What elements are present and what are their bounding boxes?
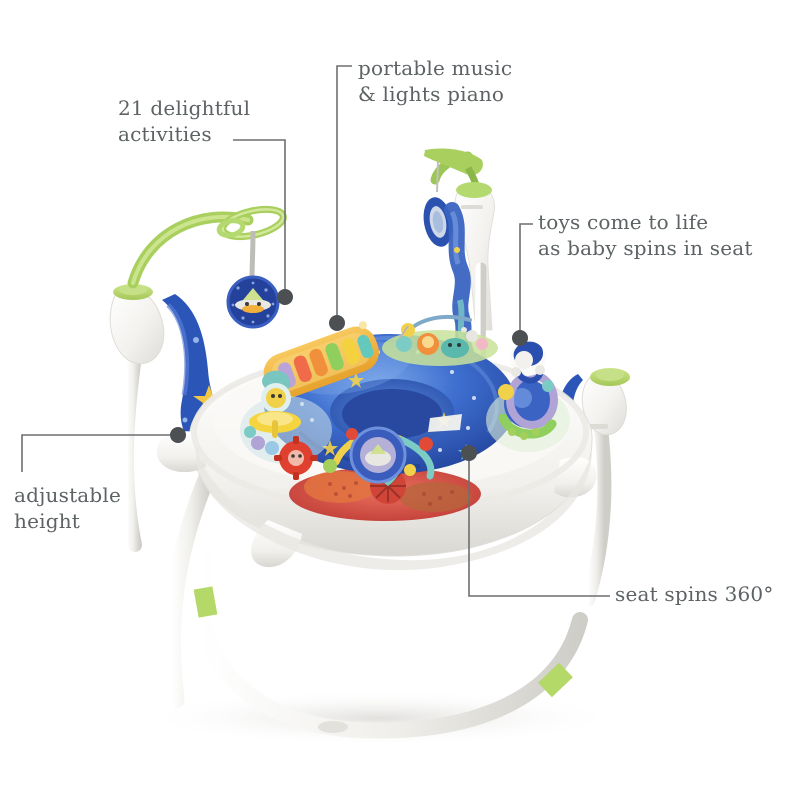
seat-front-spinner-toy — [323, 426, 435, 484]
right-toy-cluster — [486, 371, 570, 452]
astronaut-toy — [510, 340, 546, 384]
frame-legs — [163, 461, 588, 739]
mobile-arch-toys — [382, 315, 498, 366]
callout-label-adjustable-height: adjustable height — [14, 483, 122, 534]
bounce-mat — [289, 433, 481, 521]
hanging-spaceship-toy — [226, 275, 280, 329]
toy-arm-green — [127, 205, 287, 289]
piano-toy — [263, 321, 379, 399]
callout-label-piano: portable music & lights piano — [358, 56, 513, 107]
callout-label-activities: 21 delightful activities — [118, 96, 251, 147]
left-toy-cluster — [240, 370, 332, 480]
callout-label-toys: toys come to life as baby spins in seat — [538, 210, 753, 261]
tray-skirt-shadow — [195, 446, 592, 571]
callout-label-seat-spin: seat spins 360° — [615, 582, 774, 606]
